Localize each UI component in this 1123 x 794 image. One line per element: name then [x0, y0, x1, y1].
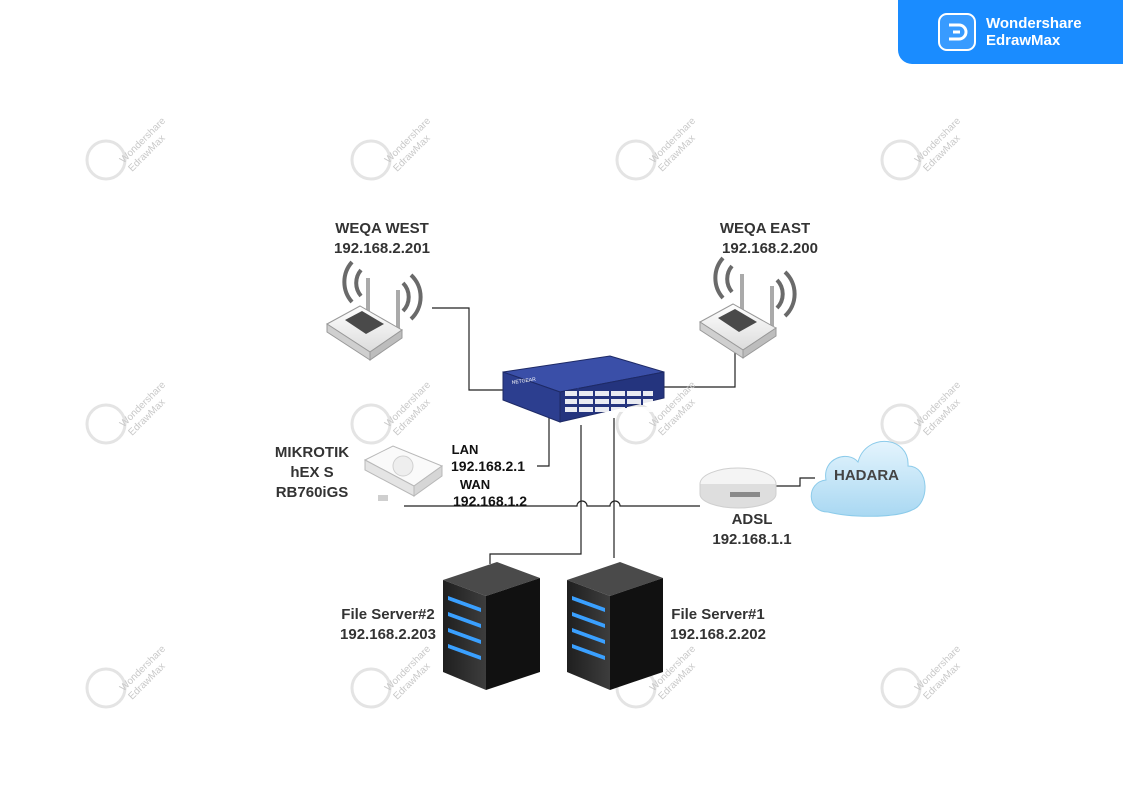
link-lan [537, 408, 550, 467]
brand-badge: Wondershare EdrawMax [898, 0, 1123, 64]
network-switch: NETGEAR [502, 355, 665, 423]
link-west-switch [432, 307, 503, 391]
mikrotik-router [363, 445, 444, 501]
cloud-label: HADARA [834, 467, 899, 484]
link-adsl-cloud [776, 477, 815, 487]
link-fileserver2 [489, 425, 582, 564]
watermark-grid [85, 139, 922, 709]
file-server-1 [567, 562, 663, 690]
weqa-east-label: WEQA EAST 192.168.2.200 [719, 220, 818, 257]
file-server-2 [443, 562, 540, 690]
weqa-west-label: WEQA WEST 192.168.2.201 [334, 220, 430, 257]
access-point-west [326, 260, 423, 361]
link-wan-adsl [404, 500, 700, 507]
connection-lines [404, 307, 815, 564]
mikrotik-label: MIKROTIK hEX S RB760iGS [274, 444, 350, 501]
wan-label: WAN 192.168.1.2 [453, 477, 527, 509]
file-server-2-label: File Server#2 192.168.2.203 [340, 606, 436, 643]
access-point-east [699, 256, 797, 359]
brand-name: Wondershare EdrawMax [986, 15, 1082, 49]
edrawmax-logo-icon [938, 13, 976, 51]
lan-label: LAN 192.168.2.1 [451, 442, 525, 474]
file-server-1-label: File Server#1 192.168.2.202 [670, 606, 766, 643]
adsl-label: ADSL 192.168.1.1 [712, 511, 792, 548]
cloud-hadara [810, 440, 926, 517]
adsl-modem [699, 467, 777, 509]
link-east-switch [663, 352, 736, 388]
switch-brand: NETGEAR [511, 377, 536, 386]
